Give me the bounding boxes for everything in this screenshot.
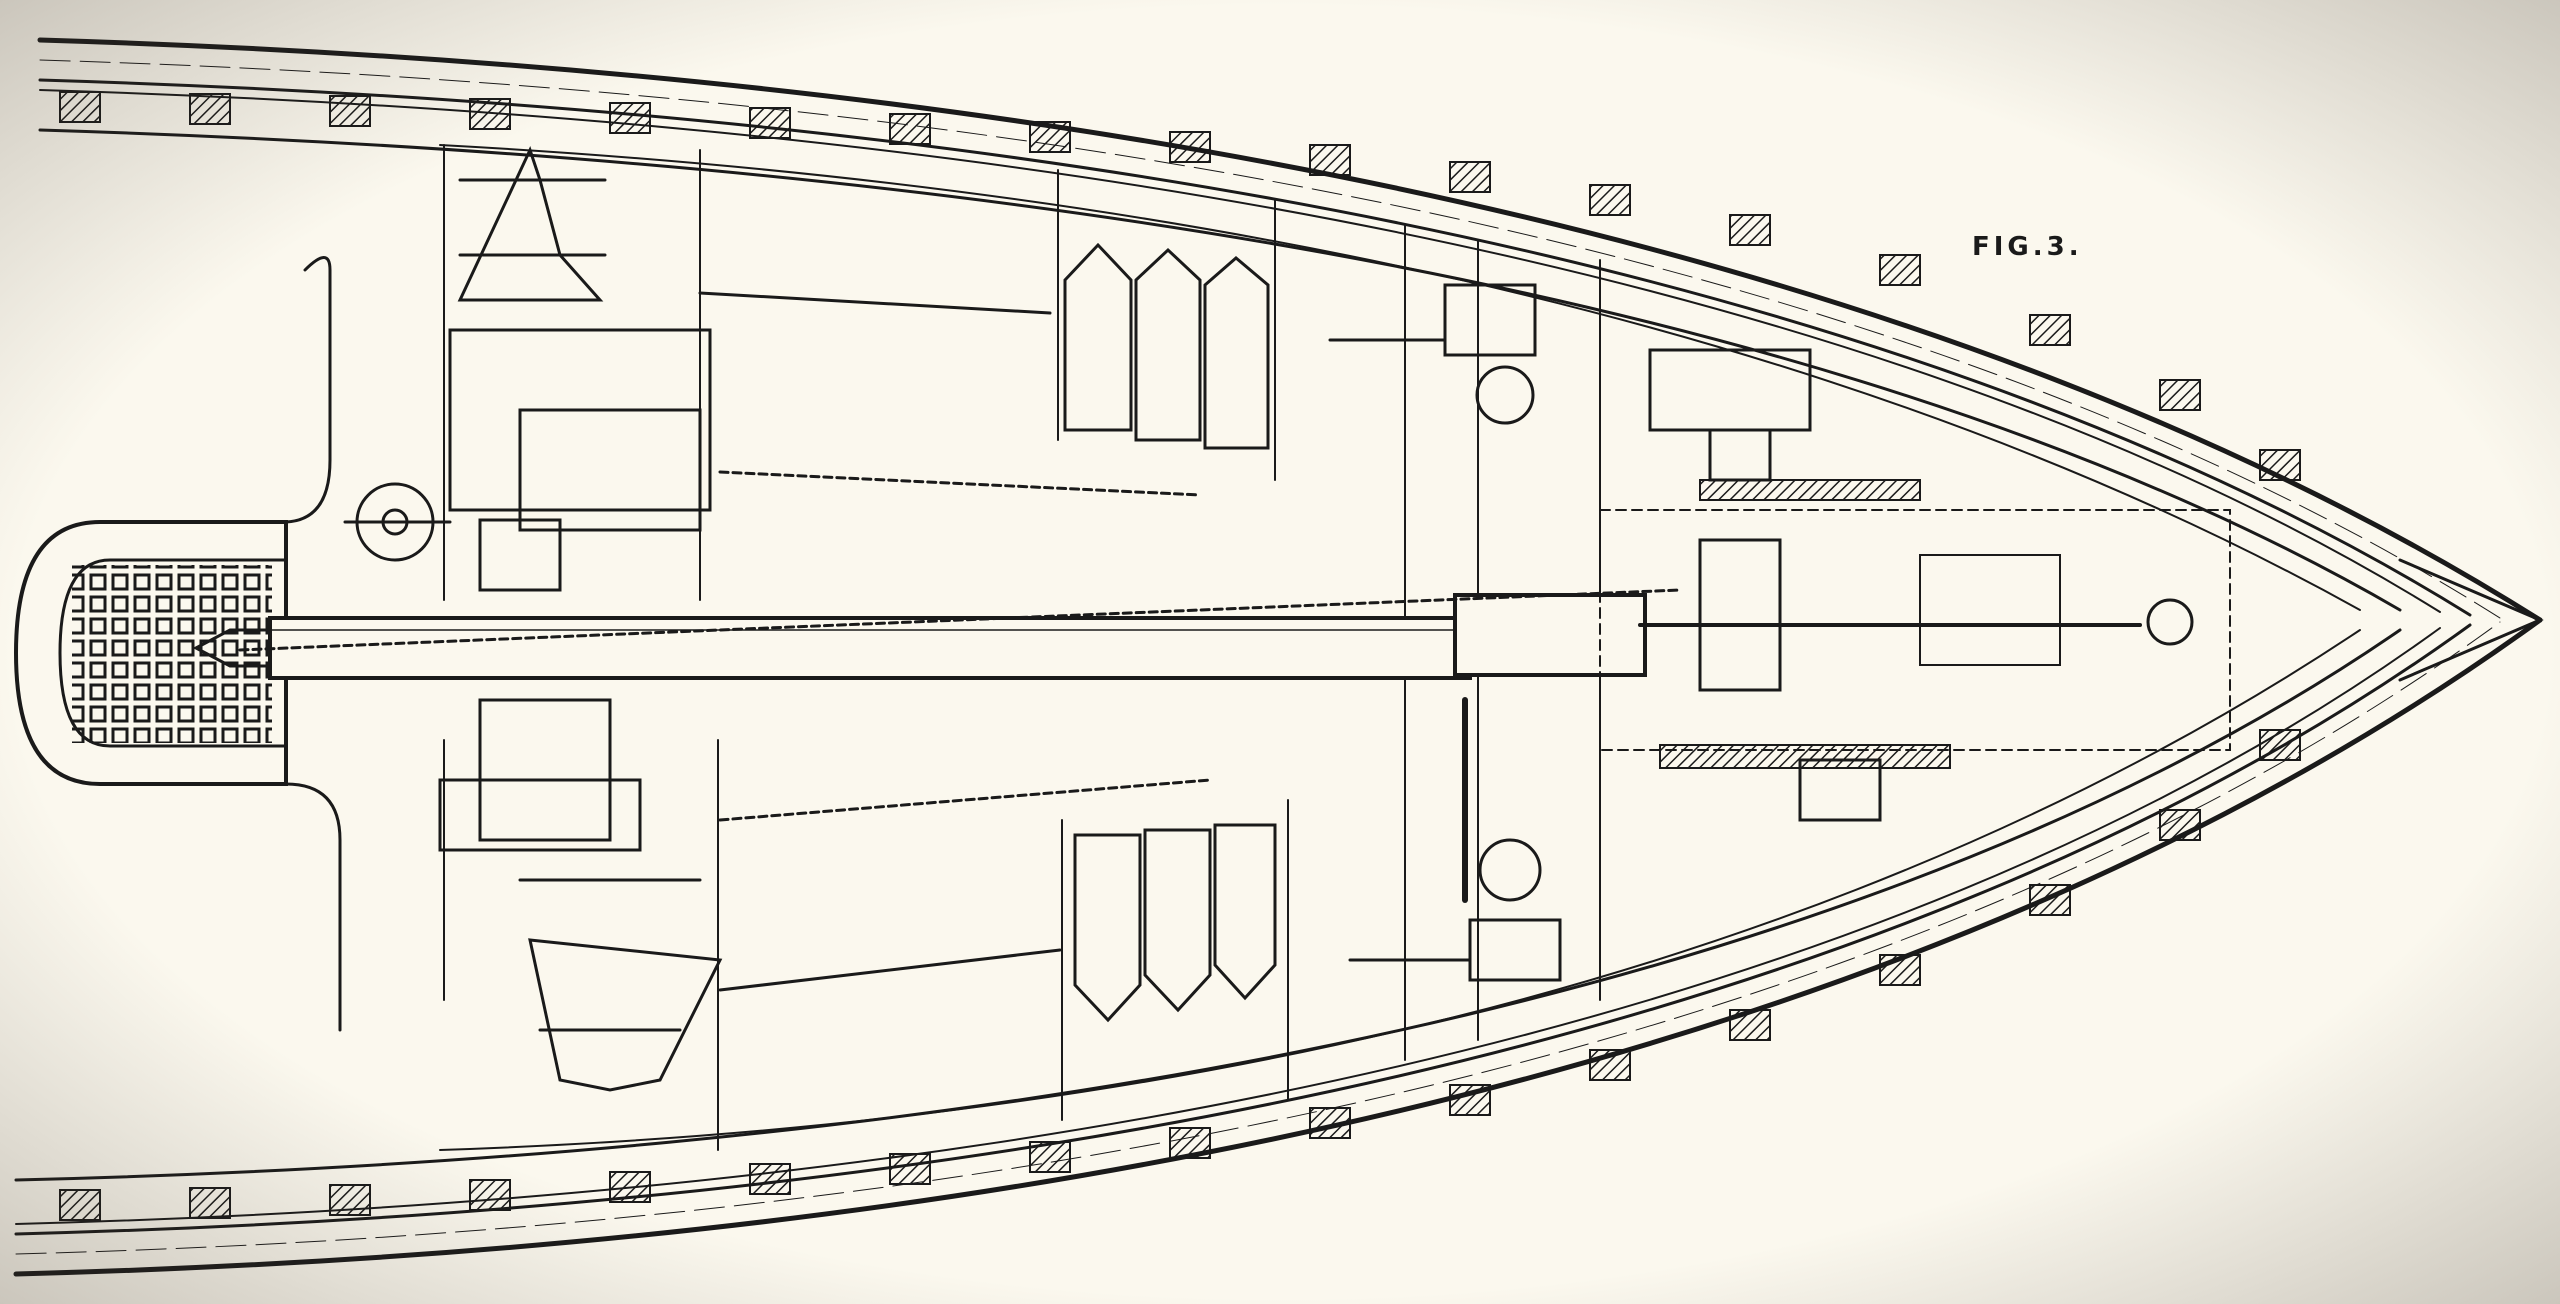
anchor-chains [238, 470, 1682, 822]
hull-bottom-side [13, 617, 2543, 1277]
stem-grating [13, 256, 342, 1032]
bulkheads [443, 144, 1601, 1151]
gear-units [1328, 283, 1882, 982]
hull-frames [59, 91, 2301, 1221]
tanks-lower [1073, 823, 1277, 1023]
steering-wheel [343, 482, 452, 562]
figure-label: FIG.3. [1972, 232, 2083, 262]
tanks-upper [1063, 242, 1270, 450]
capstan-lower [438, 698, 1062, 1092]
hull-top-side [37, 37, 2543, 623]
bow-tip [2398, 558, 2544, 682]
capstan-upper [448, 145, 1052, 592]
main-shaft [192, 479, 2231, 769]
